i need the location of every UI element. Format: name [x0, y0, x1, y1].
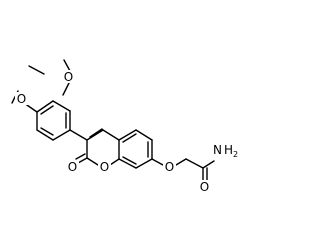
- bond-c2-o1: [86, 157, 99, 166]
- bond-methoxy-top-o-ch3: [63, 59, 71, 72]
- atom-o-amide-carbonyl: O: [200, 180, 209, 194]
- bond-ar-1: [36, 100, 54, 113]
- bond-ar-inner-3: [40, 127, 54, 136]
- atom-nh2-subscript: 2: [233, 150, 238, 159]
- bond-bz-inner-1: [122, 133, 137, 143]
- bond-ar-2: [52, 100, 71, 112]
- bond-bz-5: [118, 158, 137, 169]
- bond-o-ether-ch2: [175, 158, 187, 166]
- bond-ar-inner-1: [40, 105, 54, 115]
- bond-c3-c4-inner: [89, 128, 103, 138]
- bond-methyl-top: [28, 65, 45, 75]
- atom-h2-amide: H: [224, 143, 233, 157]
- bond-bz-inner-3: [122, 156, 137, 165]
- bond-bz-1: [118, 129, 137, 141]
- bond-bz-2: [135, 129, 153, 141]
- bond-methoxy-top-o-ring: [62, 80, 71, 96]
- bond-lactone-co-2: [75, 153, 86, 160]
- atom-n-amide: N: [213, 143, 222, 157]
- bond-o1-c8a: [109, 158, 120, 166]
- atom-o-methoxy-left: O: [17, 92, 26, 106]
- atom-o-methoxy-top: O: [64, 70, 73, 84]
- atom-o-ether: O: [165, 160, 174, 174]
- bond-bz-4: [135, 158, 153, 169]
- bond-ar-4: [52, 129, 71, 141]
- bond-biaryl: [69, 129, 88, 141]
- bond-lactone-co-1: [77, 157, 88, 164]
- atom-o-ring: O: [100, 160, 109, 174]
- bond-c7-o-ether: [151, 158, 164, 166]
- bond-ch2-c-amide: [185, 158, 204, 169]
- bond-c4-c4a: [102, 129, 120, 141]
- atom-o-lactone-carbonyl: O: [68, 160, 77, 174]
- bond-group: [11, 59, 215, 181]
- bond-ar-5: [36, 129, 54, 141]
- bond-c3-c4: [86, 129, 104, 141]
- bond-c-amide-n: [202, 160, 215, 169]
